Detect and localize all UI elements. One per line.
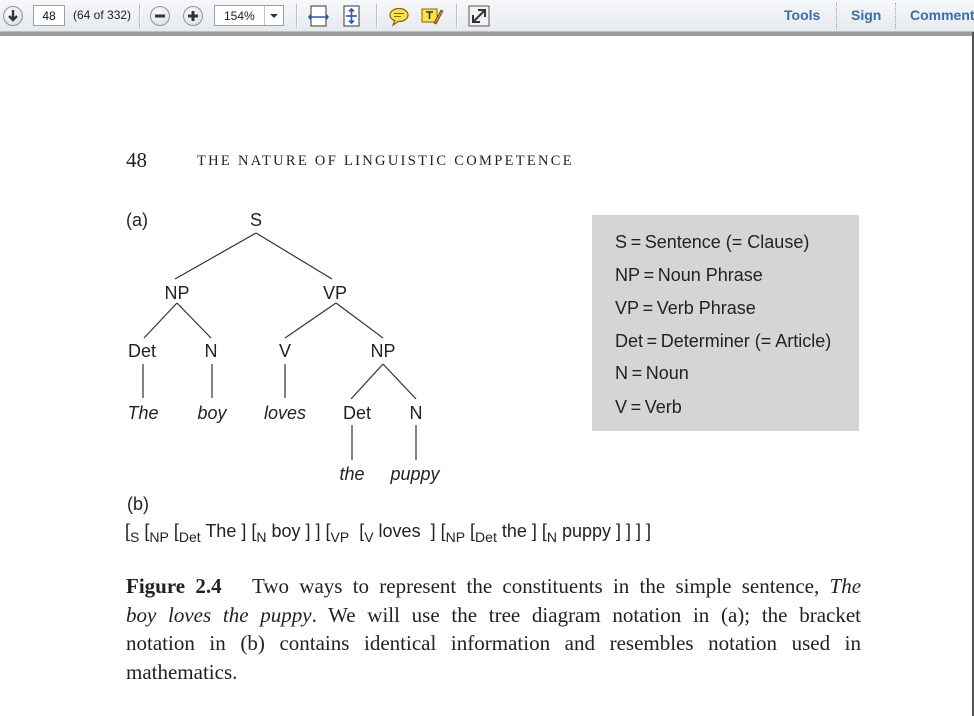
caption-line: boy loves the puppy. We will use the tre… bbox=[126, 601, 861, 630]
legend-item: VP = Verb Phrase bbox=[615, 298, 756, 318]
bracket-text: [ bbox=[125, 521, 131, 541]
caption-line: Figure 2.4 Two ways to represent the con… bbox=[126, 572, 861, 601]
caption-italic: boy loves the puppy bbox=[126, 602, 312, 627]
bracket-subscript: NP bbox=[149, 529, 169, 545]
node-np: NP bbox=[164, 283, 189, 303]
zoom-in-button[interactable] bbox=[183, 6, 203, 26]
fit-page-icon bbox=[343, 5, 360, 27]
zoom-select[interactable]: 154% bbox=[214, 5, 284, 26]
bracket-text: [ bbox=[168, 521, 179, 541]
branch-s-vp bbox=[255, 232, 333, 280]
node-n2: N bbox=[410, 403, 423, 423]
page-top-edge bbox=[0, 32, 974, 36]
caption-line: notation in (b) contains identical infor… bbox=[126, 631, 861, 655]
word-the: The bbox=[127, 403, 158, 423]
legend-item: S = Sentence (= Clause) bbox=[615, 232, 810, 252]
menu-separator bbox=[836, 3, 837, 29]
caption-text: Two ways to represent the constituents i… bbox=[252, 574, 820, 598]
branch-vp-v bbox=[284, 302, 337, 339]
next-page-button[interactable] bbox=[3, 6, 23, 26]
node-np2: NP bbox=[370, 341, 395, 361]
toolbar: (64 of 332) 154% bbox=[0, 0, 974, 32]
bracket-subscript: NP bbox=[445, 529, 466, 545]
minus-icon bbox=[155, 14, 165, 18]
page-count: (64 of 332) bbox=[73, 8, 132, 22]
branch-np-n2 bbox=[382, 363, 417, 400]
abbreviation-legend: S = Sentence (= Clause) NP = Noun Phrase… bbox=[592, 215, 859, 431]
node-det: Det bbox=[128, 341, 156, 361]
branch-s-np bbox=[174, 232, 257, 280]
branch-np-n bbox=[176, 302, 212, 339]
running-head: THE NATURE OF LINGUISTIC COMPETENCE bbox=[197, 153, 574, 169]
node-v: V bbox=[279, 341, 291, 361]
legend-item: V = Verb bbox=[615, 397, 682, 417]
bracket-subscript: N bbox=[256, 529, 267, 545]
arrow-down-icon bbox=[8, 10, 18, 22]
toolbar-separator bbox=[139, 4, 141, 28]
page-number-input[interactable] bbox=[33, 5, 65, 26]
highlighter-icon bbox=[421, 8, 444, 25]
word-puppy: puppy bbox=[389, 464, 440, 484]
word-boy: boy bbox=[197, 403, 227, 423]
word-the2: the bbox=[339, 464, 364, 484]
plus-icon bbox=[188, 11, 198, 21]
page-number: 48 bbox=[126, 148, 147, 172]
branch-vp-np bbox=[335, 302, 384, 339]
word-loves: loves bbox=[264, 403, 306, 423]
legend-item: Det = Determiner (= Article) bbox=[615, 331, 832, 351]
toolbar-separator bbox=[456, 4, 458, 28]
bracket-subscript: Det bbox=[178, 529, 201, 545]
bracket-text: [ bbox=[349, 521, 365, 541]
node-det2: Det bbox=[343, 403, 371, 423]
zoom-out-button[interactable] bbox=[150, 6, 170, 26]
zoom-value: 154% bbox=[224, 9, 255, 23]
highlight-text-button[interactable] bbox=[420, 4, 444, 28]
fit-width-icon bbox=[307, 5, 330, 27]
bracket-text: puppy ] ] ] ] bbox=[557, 521, 652, 541]
toolbar-separator bbox=[376, 4, 378, 28]
caption-text: . We will use the tree diagram notation … bbox=[311, 602, 861, 627]
node-vp: VP bbox=[323, 283, 347, 303]
page-right-edge bbox=[972, 32, 974, 716]
figure-caption: Figure 2.4 Two ways to represent the con… bbox=[126, 572, 861, 686]
tree-label: (a) bbox=[126, 210, 148, 230]
fit-width-button[interactable] bbox=[307, 4, 331, 28]
branch-np-det2 bbox=[350, 363, 384, 400]
comment-menu[interactable]: Comment bbox=[910, 7, 974, 23]
bracket-subscript: S bbox=[130, 529, 140, 545]
add-comment-button[interactable] bbox=[387, 4, 411, 28]
caption-italic: The bbox=[829, 574, 862, 598]
chevron-down-icon bbox=[270, 14, 278, 18]
bracket-text: the ] [ bbox=[496, 521, 547, 541]
bracket-subscript: VP bbox=[330, 529, 350, 545]
menu-separator bbox=[895, 3, 896, 29]
figure-label: Figure 2.4 bbox=[126, 574, 222, 598]
expand-icon bbox=[468, 5, 490, 27]
zoom-dropdown-button[interactable] bbox=[264, 6, 283, 25]
sign-menu[interactable]: Sign bbox=[851, 7, 882, 23]
fit-page-button[interactable] bbox=[340, 4, 364, 28]
bracket-text: The ] [ bbox=[200, 521, 257, 541]
caption-line: mathematics. bbox=[126, 659, 238, 684]
full-screen-button[interactable] bbox=[467, 4, 491, 28]
bracket-subscript: N bbox=[546, 529, 557, 545]
tree-branches bbox=[142, 232, 417, 460]
toolbar-separator bbox=[296, 4, 298, 28]
branch-np-det bbox=[143, 302, 178, 339]
bracket-text: [ bbox=[139, 521, 150, 541]
node-n: N bbox=[205, 341, 218, 361]
comment-icon bbox=[389, 7, 409, 27]
bracket-subscript: V bbox=[364, 529, 374, 545]
bracket-notation: [S [NP [Det The ] [N boy ] ] [VP [V love… bbox=[125, 521, 651, 545]
bracket-text: loves ] [ bbox=[373, 521, 446, 541]
bracket-text: boy ] ] [ bbox=[266, 521, 331, 541]
bracket-text: [ bbox=[465, 521, 476, 541]
bracket-label: (b) bbox=[127, 494, 149, 514]
legend-item: NP = Noun Phrase bbox=[615, 265, 763, 285]
bracket-subscript: Det bbox=[475, 529, 497, 545]
tools-menu[interactable]: Tools bbox=[784, 7, 821, 23]
node-s: S bbox=[250, 210, 262, 230]
legend-item: N = Noun bbox=[615, 363, 689, 383]
